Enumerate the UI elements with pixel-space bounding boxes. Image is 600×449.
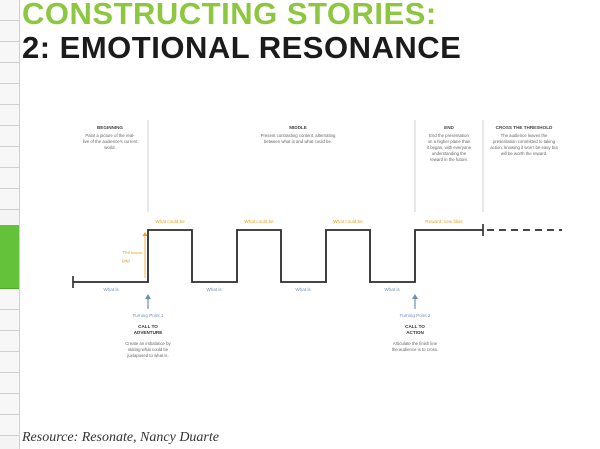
thumbnail-slot[interactable] bbox=[0, 0, 19, 21]
gap-label-bottom: gap bbox=[122, 259, 130, 264]
left-thumbnail-strip bbox=[0, 0, 20, 449]
turning-point-1-title: ADVENTURE bbox=[134, 330, 163, 335]
turning-point-1-body: juxtaposed to what is. bbox=[126, 353, 168, 358]
section-body: The audience leaves the bbox=[501, 133, 548, 138]
label-what-is: What is bbox=[384, 287, 400, 292]
thumbnail-slot[interactable] bbox=[0, 168, 19, 189]
label-what-is: What is bbox=[295, 287, 311, 292]
thumbnail-slot[interactable] bbox=[0, 310, 19, 331]
turning-point-2-label: Turning Point 2 bbox=[400, 313, 431, 318]
section-heading-end: END bbox=[444, 125, 454, 130]
label-what-is: What is bbox=[103, 287, 119, 292]
section-body: it began, with everyone bbox=[427, 145, 472, 150]
label-what-could-be: What could be bbox=[244, 219, 274, 224]
turning-point-1-body: stating what could be bbox=[128, 347, 169, 352]
section-body: on a higher plane than bbox=[428, 139, 471, 144]
section-heading-middle: MIDDLE bbox=[289, 125, 307, 130]
turning-point-1-label: Turning Point 1 bbox=[133, 313, 164, 318]
thumbnail-slot[interactable] bbox=[0, 42, 19, 63]
section-heading-beginning: BEGINNING bbox=[97, 125, 123, 130]
turning-point-2-body: the audience is to cross. bbox=[392, 347, 438, 352]
turning-point-1-arrow-head bbox=[145, 294, 151, 299]
thumbnail-slot[interactable] bbox=[0, 147, 19, 168]
section-body: live of the audience's current bbox=[83, 139, 138, 144]
thumbnail-slot[interactable] bbox=[0, 289, 19, 310]
thumbnail-slot[interactable] bbox=[0, 105, 19, 126]
thumbnail-slot[interactable] bbox=[0, 394, 19, 415]
section-body: between what is and what could be. bbox=[264, 139, 332, 144]
section-body: Present contrasting content, alternating bbox=[261, 133, 336, 138]
thumbnail-slot[interactable] bbox=[0, 331, 19, 352]
thumbnail-slot[interactable] bbox=[0, 189, 19, 210]
section-body: End the presentation bbox=[429, 133, 469, 138]
turning-point-2-body: Articulate the finish line bbox=[393, 341, 438, 346]
section-body: action, knowing it won't be easy but bbox=[490, 145, 558, 150]
section-body: will be worth the reward. bbox=[501, 151, 547, 156]
thumbnail-slot[interactable] bbox=[0, 84, 19, 105]
section-heading-threshold: CROSS THE THRESHOLD bbox=[496, 125, 553, 130]
turning-point-2-title: CALL TO bbox=[405, 324, 425, 329]
thumbnail-slot[interactable] bbox=[0, 126, 19, 147]
resource-credit: Resource: Resonate, Nancy Duarte bbox=[22, 430, 219, 445]
label-what-could-be: What could be bbox=[155, 219, 185, 224]
label-new-bliss: Reward: new bliss bbox=[425, 219, 463, 224]
thumbnail-slot[interactable] bbox=[0, 415, 19, 436]
section-body: world. bbox=[104, 145, 115, 150]
slide-title-line1: CONSTRUCTING STORIES: bbox=[22, 0, 437, 31]
thumbnail-slot[interactable] bbox=[0, 373, 19, 394]
section-body: presentation committed to taking bbox=[493, 139, 556, 144]
turning-point-1-title: CALL TO bbox=[138, 324, 158, 329]
gap-arrow-head bbox=[142, 232, 148, 236]
section-body: reward in the future. bbox=[430, 157, 468, 162]
thumbnail-slot-active[interactable] bbox=[0, 225, 19, 289]
thumbnail-slot[interactable] bbox=[0, 21, 19, 42]
thumbnail-slot[interactable] bbox=[0, 352, 19, 373]
section-body: understanding the bbox=[432, 151, 467, 156]
label-what-is: What is bbox=[206, 287, 222, 292]
turning-point-2-title: ACTION bbox=[406, 330, 424, 335]
label-what-could-be: What could be bbox=[333, 219, 363, 224]
turning-point-1-body: Create an imbalance by bbox=[125, 341, 171, 346]
section-body: Paint a picture of the real- bbox=[85, 133, 135, 138]
thumbnail-slot[interactable] bbox=[0, 63, 19, 84]
turning-point-2-arrow-head bbox=[412, 294, 418, 299]
gap-label-top: The bbox=[122, 250, 131, 256]
story-wave-line bbox=[73, 229, 483, 283]
slide-title-line2: 2: EMOTIONAL RESONANCE bbox=[22, 30, 462, 65]
